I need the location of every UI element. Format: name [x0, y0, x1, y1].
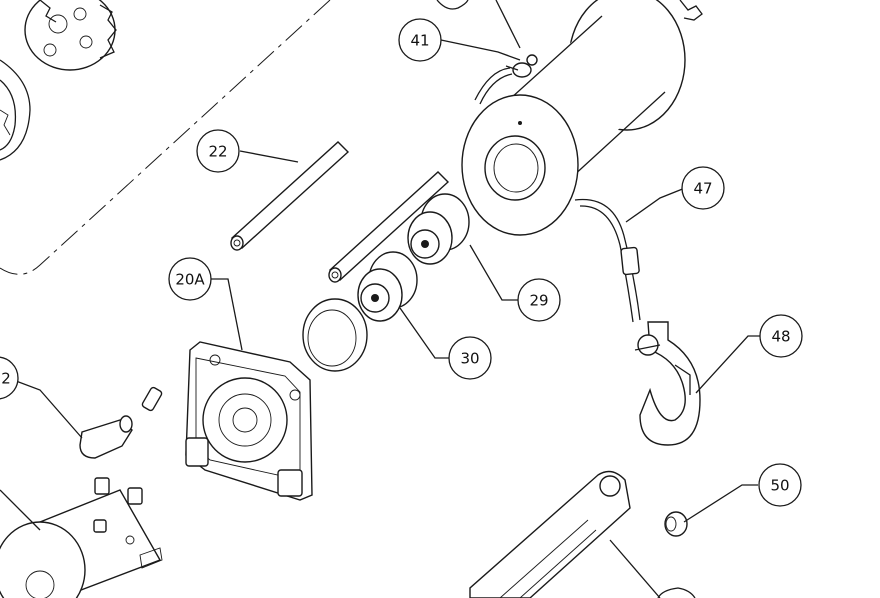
hawse-fairlead: [469, 470, 631, 598]
bushing-ring: [302, 298, 368, 372]
callout-20A: 20A: [168, 257, 212, 301]
housing-bolt: [141, 386, 163, 412]
callout-47: 47: [681, 166, 725, 210]
callout-20A-label: 20A: [175, 271, 205, 289]
tie-rod-22: [230, 141, 350, 251]
callout-50: 50: [758, 463, 802, 507]
coupler-29: [407, 193, 470, 265]
assembly-dashed-outline: [0, 0, 331, 275]
callout-41-label: 41: [410, 32, 429, 50]
callout-48-label: 48: [771, 328, 790, 346]
callout-29-label: 29: [529, 292, 548, 310]
callout-29: 29: [517, 278, 561, 322]
callout-2: 2: [0, 356, 19, 400]
winch-drum: [461, 0, 686, 236]
callout-50-label: 50: [770, 477, 789, 495]
callout-47-label: 47: [693, 180, 712, 198]
end-housing-20A: [185, 341, 313, 501]
wire-rope: [474, 67, 641, 323]
callout-22: 22: [196, 129, 240, 173]
callout-2-label: 2: [1, 370, 11, 388]
callout-22-label: 22: [208, 143, 227, 161]
callout-48: 48: [759, 314, 803, 358]
leader-lines: [0, 39, 762, 598]
bumper-cap-50: [664, 511, 688, 537]
winch-motor: [0, 477, 163, 598]
callout-partial-top: [436, 0, 521, 49]
elbow-connector-2: [79, 415, 133, 459]
rope-clamp-41: [505, 54, 538, 78]
callout-30-label: 30: [460, 350, 479, 368]
coupler-30: [357, 251, 418, 322]
hook-48: [634, 321, 701, 446]
drum-gear-top: [679, 0, 703, 21]
tie-rod-2: [328, 171, 450, 283]
planetary-gear-plate: [0, 0, 117, 161]
callout-30: 30: [448, 336, 492, 380]
callout-41: 41: [398, 18, 442, 62]
callout-partial-bottom: [657, 587, 696, 598]
